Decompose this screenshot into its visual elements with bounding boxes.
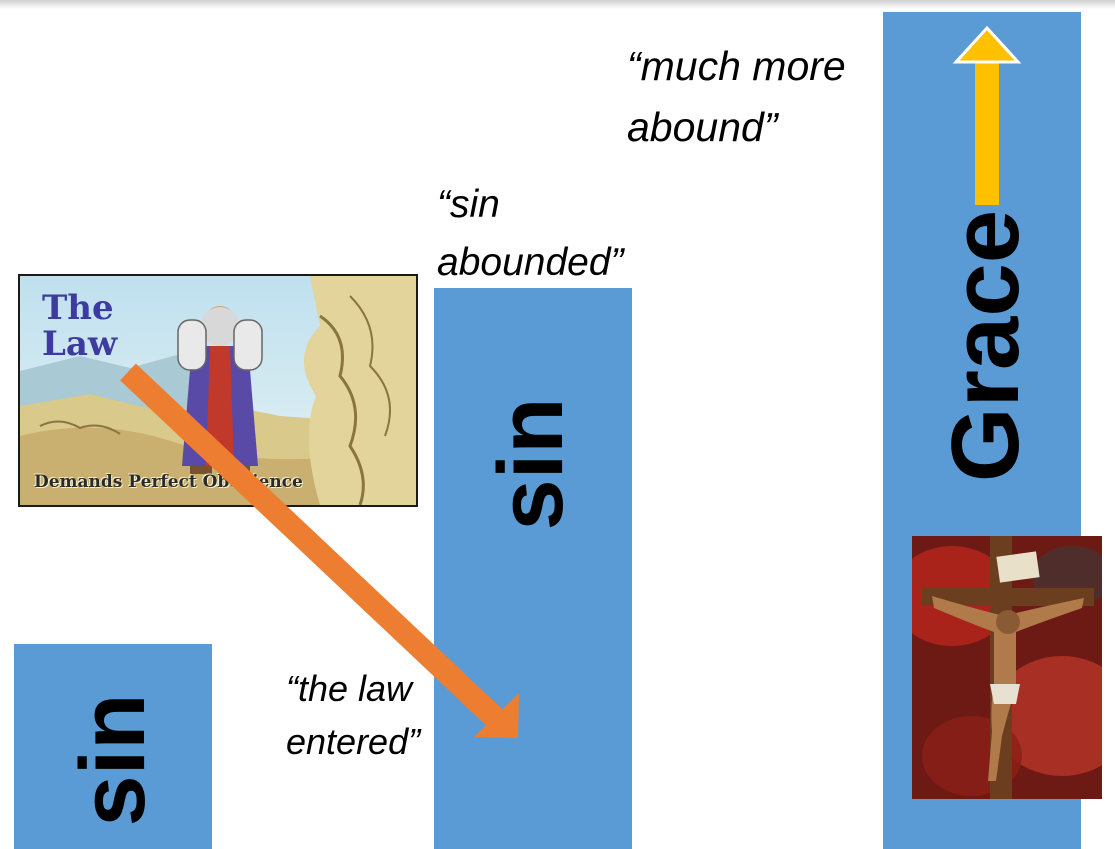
the-law-illustration: The Law Demands Perfect Obedience [18,274,418,507]
quote-sin-abounded: “sin abounded” [437,183,624,284]
sin-bar-large [434,288,632,849]
crucifixion-picture [912,536,1102,799]
diagonal-arrow-head [474,693,519,738]
quote-much-more-abound: “much more abound” [627,43,846,150]
quote-law-entered: “the law entered” [286,668,421,762]
up-arrow-outline [952,25,1022,64]
top-border [0,0,1115,9]
sin-bar-small [14,644,212,849]
up-arrow-shaft [975,60,999,205]
diagonal-arrow-tail [116,361,140,383]
cross-illustration [912,536,1102,799]
diagonal-arrow-shaft [120,363,505,729]
law-image-title: The Law [42,288,118,364]
up-arrow-head [956,28,1018,62]
